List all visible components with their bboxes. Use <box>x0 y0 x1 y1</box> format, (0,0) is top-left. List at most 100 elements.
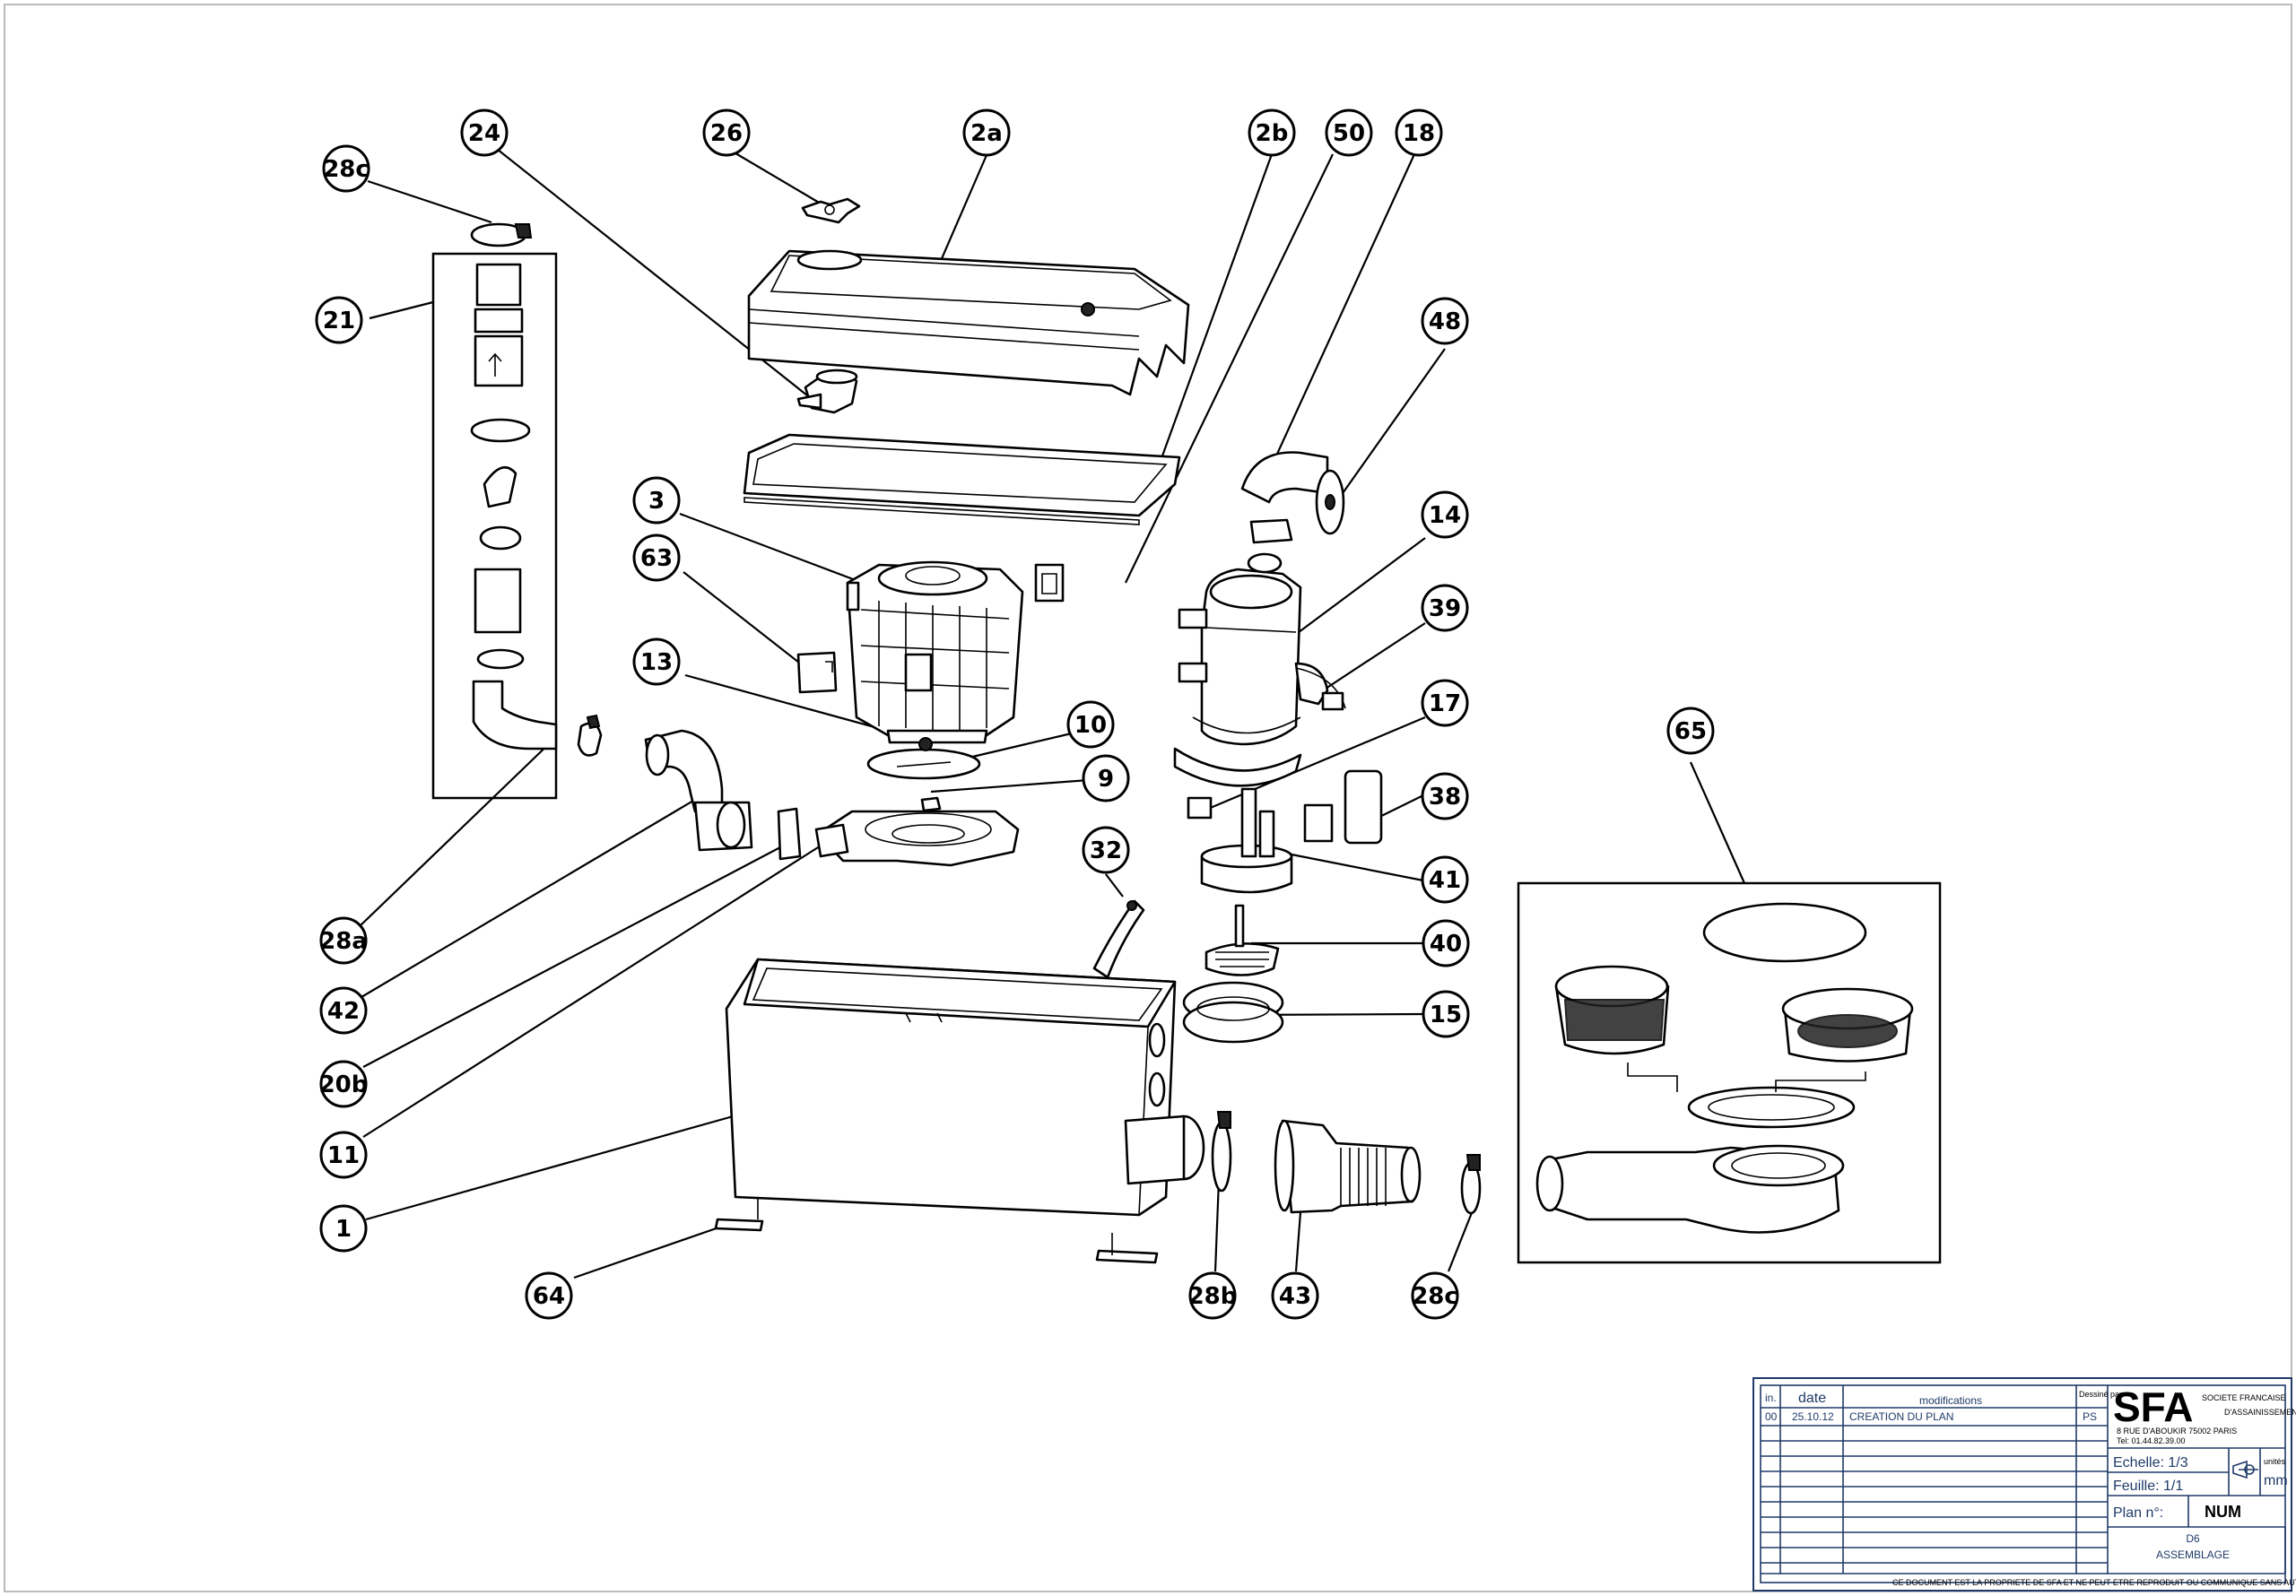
part-2a-top-cover <box>747 249 1190 396</box>
callout-circle <box>1421 772 1469 820</box>
callout-label: 42 <box>327 998 360 1025</box>
callout-label: 21 <box>323 308 355 334</box>
part-15-ring <box>1182 981 1284 1044</box>
tb-row-date: 25.10.12 <box>1792 1410 1834 1423</box>
callout-circle <box>1395 108 1443 157</box>
callout-label: 64 <box>533 1283 565 1310</box>
tb-header-index: in. <box>1765 1392 1777 1404</box>
callout-label: 2a <box>970 120 1003 147</box>
callout-label: 1 <box>335 1216 352 1243</box>
tb-units-label: unités <box>2264 1457 2286 1466</box>
company-logo: SFA <box>2113 1383 2193 1430</box>
callout-label: 2b <box>1256 120 1289 147</box>
callout-circle <box>1421 855 1469 904</box>
tb-footer-note: CE DOCUMENT EST LA PROPRIETE DE SFA ET N… <box>1892 1578 2296 1587</box>
title-block: in. date modifications Dessiné par 00 25… <box>1752 1377 2296 1592</box>
callout-9: 9 <box>1082 754 1130 802</box>
part-14-chamber <box>1178 552 1329 746</box>
callout-48: 48 <box>1421 297 1469 345</box>
tb-drawing-code: D6 <box>2186 1532 2200 1545</box>
callout-label: 41 <box>1429 867 1461 894</box>
part-28b-clamp <box>1211 1111 1232 1193</box>
callout-circle <box>632 638 681 686</box>
projection-symbol-icon <box>2232 1460 2258 1479</box>
callout-28a: 28a <box>319 916 368 965</box>
callout-label: 63 <box>640 545 673 572</box>
part-64-brackets <box>714 1197 1159 1264</box>
callout-14: 14 <box>1421 490 1469 539</box>
company-name-1: SOCIETE FRANCAISE <box>2202 1393 2286 1402</box>
part-17-clip <box>1173 747 1302 820</box>
company-name-2: D'ASSAINISSEMENT <box>2224 1408 2296 1417</box>
part-1-tank <box>725 958 1205 1217</box>
callout-label: 28c <box>1412 1283 1458 1310</box>
callout-63: 63 <box>632 533 681 582</box>
callout-15: 15 <box>1422 990 1470 1038</box>
tb-header-designed: Dessiné par <box>2079 1390 2122 1399</box>
part-26-clip <box>801 197 861 224</box>
part-50-clip <box>1034 563 1065 603</box>
callout-label: 32 <box>1090 837 1122 864</box>
callout-label: 26 <box>710 120 743 147</box>
callout-circle <box>1411 1271 1459 1320</box>
callout-label: 13 <box>640 649 673 676</box>
callout-40: 40 <box>1422 919 1470 967</box>
callout-64: 64 <box>525 1271 573 1320</box>
part-41-switch <box>1200 787 1293 894</box>
callout-label: 38 <box>1429 784 1461 811</box>
callout-11: 11 <box>319 1131 368 1179</box>
callout-label: 15 <box>1430 1002 1462 1028</box>
tb-header-modifications: modifications <box>1919 1394 1982 1407</box>
callout-24: 24 <box>460 108 509 157</box>
callout-label: 39 <box>1429 595 1461 622</box>
callout-20b: 20b <box>319 1060 368 1108</box>
tb-row-modification: CREATION DU PLAN <box>1849 1410 1953 1423</box>
callout-17: 17 <box>1421 679 1469 727</box>
callout-circle <box>319 1131 368 1179</box>
callout-circle <box>1066 700 1115 749</box>
callout-circle <box>319 986 368 1035</box>
callout-circle <box>319 916 368 965</box>
part-28a-clamp <box>577 714 603 757</box>
callout-circle <box>1421 584 1469 632</box>
callout-circle <box>1666 707 1715 755</box>
tb-drawing-title: ASSEMBLAGE <box>2156 1548 2230 1561</box>
part-18-elbow <box>1240 451 1345 544</box>
part-3-motor <box>846 560 1024 744</box>
callout-2b: 2b <box>1248 108 1296 157</box>
callout-circle <box>1188 1271 1237 1320</box>
part-10-plate <box>866 737 981 780</box>
callout-21: 21 <box>315 296 363 344</box>
callout-label: 10 <box>1074 712 1107 739</box>
tb-units-value: mm <box>2264 1473 2288 1488</box>
sheet-border <box>4 4 2292 1592</box>
callout-label: 65 <box>1674 718 1707 745</box>
callout-circle <box>1421 297 1469 345</box>
part-63-block <box>796 651 838 694</box>
callout-38: 38 <box>1421 772 1469 820</box>
callout-circle <box>1422 919 1470 967</box>
callout-65: 65 <box>1666 707 1715 755</box>
callout-2a: 2a <box>962 108 1011 157</box>
part-42-elbow <box>644 729 753 852</box>
part-38-capacitor <box>1303 769 1383 845</box>
callout-circle <box>1421 679 1469 727</box>
callout-circle <box>632 533 681 582</box>
callout-label: 40 <box>1430 931 1462 958</box>
callout-10: 10 <box>1066 700 1115 749</box>
callout-circle <box>525 1271 573 1320</box>
callout-18: 18 <box>1395 108 1443 157</box>
part-40-grid <box>1205 904 1280 976</box>
tb-scale: Echelle: 1/3 <box>2113 1455 2188 1470</box>
callout-label: 48 <box>1429 308 1461 335</box>
part-43-hose <box>1274 1119 1422 1214</box>
callout-label: 24 <box>468 120 500 147</box>
tb-plan-value: NUM <box>2205 1503 2241 1521</box>
callout-label: 18 <box>1403 120 1435 147</box>
callout-circle <box>702 108 751 157</box>
callout-26: 26 <box>702 108 751 157</box>
callout-circle <box>460 108 509 157</box>
callout-label: 3 <box>648 488 665 515</box>
callout-label: 28c <box>323 156 370 183</box>
